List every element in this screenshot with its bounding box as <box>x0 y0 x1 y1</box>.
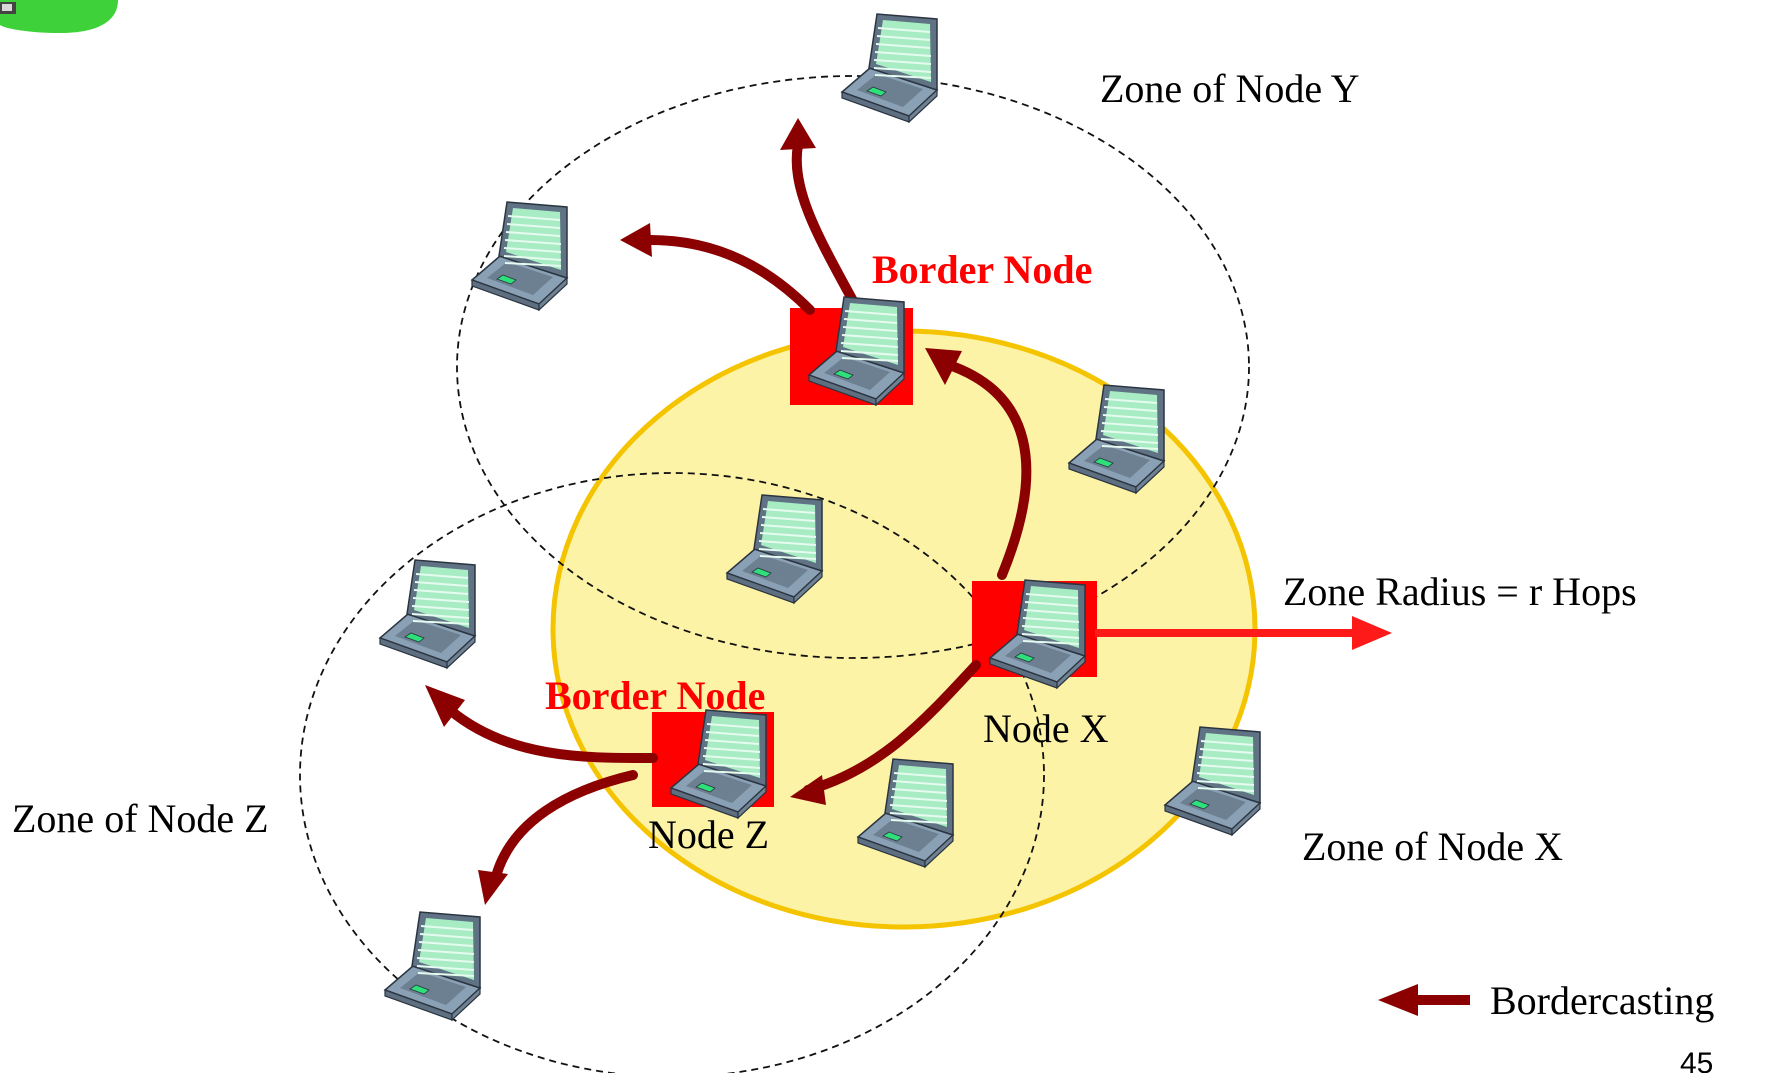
zone-z-boundary <box>299 472 1045 1073</box>
node-x-label: Node X <box>983 706 1109 751</box>
zone-z-label: Zone of Node Z <box>12 796 269 841</box>
border-node-label: Border Node <box>872 247 1092 292</box>
bordercasting-legend-label: Bordercasting <box>1490 978 1714 1023</box>
zone-x-label: Zone of Node X <box>1302 824 1563 869</box>
bordercasting-arrowheads <box>425 118 962 905</box>
laptop-icon <box>841 13 938 123</box>
border-node-label: Border Node <box>545 673 765 718</box>
bordercasting-arrows <box>445 140 1032 885</box>
bordercasting-legend-arrow <box>1378 984 1470 1016</box>
zone-y-label: Zone of Node Y <box>1100 66 1360 111</box>
zone-radius-label: Zone Radius = r Hops <box>1283 569 1637 614</box>
node-z-label: Node Z <box>648 812 769 857</box>
logo-icon <box>0 0 118 33</box>
page-number: 45 <box>1680 1047 1713 1073</box>
zone-radius-arrow <box>1095 616 1392 650</box>
zone-y-boundary <box>456 75 1250 659</box>
laptop-icon <box>384 911 481 1021</box>
laptop-icon <box>379 559 476 669</box>
